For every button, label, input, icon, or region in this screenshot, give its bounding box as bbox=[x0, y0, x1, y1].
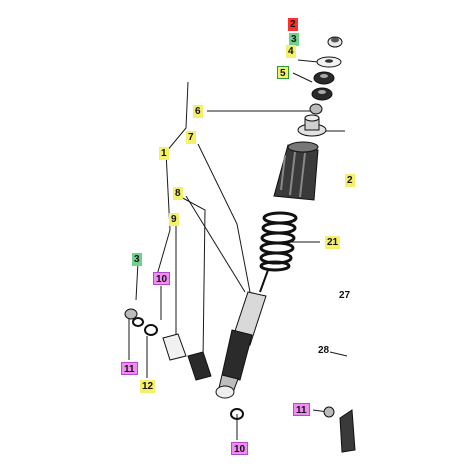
shock-absorber-body bbox=[215, 269, 269, 399]
callout-11[interactable]: 11 bbox=[121, 362, 138, 375]
top-mount bbox=[297, 114, 327, 137]
callout-27[interactable]: 27 bbox=[339, 290, 351, 301]
callout-3-lower[interactable]: 3 bbox=[132, 253, 142, 266]
callout-2[interactable]: 2 bbox=[288, 18, 298, 31]
coil-spring-21 bbox=[259, 211, 298, 272]
leader-lines bbox=[128, 59, 348, 440]
callout-6[interactable]: 6 bbox=[193, 105, 203, 118]
callout-1[interactable]: 1 bbox=[159, 147, 169, 160]
leader-4 bbox=[297, 59, 319, 63]
washer-4 bbox=[316, 56, 342, 68]
nut-11 bbox=[323, 406, 335, 418]
leader-8 bbox=[178, 195, 206, 361]
partial-bracket bbox=[339, 409, 356, 453]
callout-12[interactable]: 12 bbox=[140, 380, 156, 393]
callout-21[interactable]: 21 bbox=[325, 236, 341, 249]
leader-5 bbox=[292, 72, 313, 83]
leader-7b bbox=[185, 195, 246, 293]
rubber-bushes-5 bbox=[311, 71, 335, 101]
callout-5[interactable]: 5 bbox=[277, 66, 289, 79]
callout-9[interactable]: 9 bbox=[169, 213, 179, 226]
callout-4[interactable]: 4 bbox=[286, 45, 296, 58]
callout-7[interactable]: 7 bbox=[186, 131, 196, 144]
callout-28[interactable]: 28 bbox=[318, 345, 330, 356]
callout-2-right[interactable]: 2 bbox=[345, 174, 355, 187]
leader-3b bbox=[135, 261, 139, 301]
small-nut-6 bbox=[309, 103, 323, 115]
callout-8[interactable]: 8 bbox=[173, 187, 183, 200]
leader-7 bbox=[197, 143, 251, 293]
o-ring-10 bbox=[230, 408, 244, 420]
dust-boot bbox=[273, 141, 319, 201]
top-nut bbox=[327, 36, 343, 48]
leader-1 bbox=[154, 81, 189, 283]
callout-3[interactable]: 3 bbox=[289, 33, 299, 46]
callout-10-lower[interactable]: 10 bbox=[231, 442, 249, 455]
callout-10[interactable]: 10 bbox=[153, 272, 171, 285]
leader-28 bbox=[329, 351, 348, 357]
lower-bushes bbox=[124, 308, 212, 381]
callout-11-right[interactable]: 11 bbox=[293, 403, 310, 416]
